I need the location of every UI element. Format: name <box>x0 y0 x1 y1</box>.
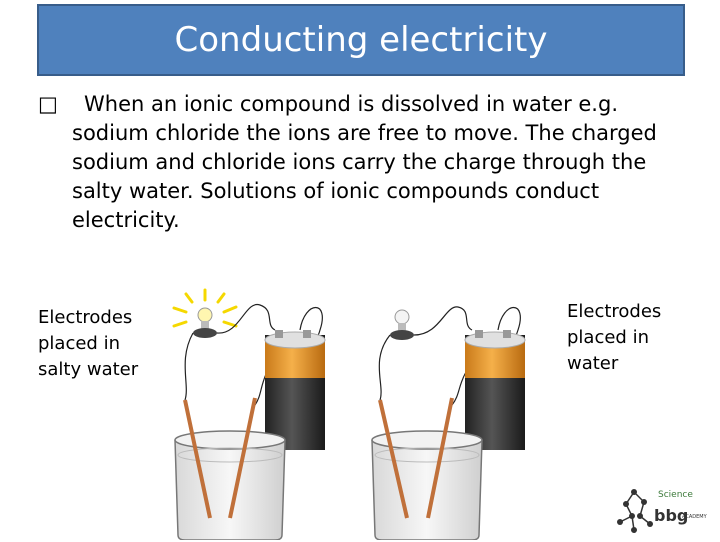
beaker-icon <box>174 430 286 540</box>
beaker-icon <box>371 430 483 540</box>
battery-icon <box>264 330 326 450</box>
electrode-left-a <box>183 399 212 519</box>
logo-bbg-text: bbg <box>654 506 689 525</box>
title-bar: Conducting electricity <box>37 4 685 76</box>
caption-salty-water: Electrodes placed in salty water <box>38 307 139 380</box>
logo-academy-text: ACADEMY <box>682 514 707 520</box>
molecule-icon <box>617 489 653 533</box>
science-bbg-academy-logo: Science bbg ACADEMY <box>612 484 716 538</box>
glow-rays <box>172 288 238 328</box>
light-bulb-unlit-icon <box>390 309 414 340</box>
electrode-left-b <box>228 397 257 519</box>
slide-title: Conducting electricity <box>174 20 548 60</box>
logo-science-text: Science <box>658 490 693 500</box>
caption-water: Electrodes placed in water <box>567 301 662 374</box>
body-paragraph: When an ionic compound is dissolved in w… <box>72 92 657 232</box>
left-setup <box>172 288 326 540</box>
electrode-right-a <box>378 399 409 519</box>
right-setup <box>371 306 526 540</box>
light-bulb-lit-icon <box>193 307 217 338</box>
battery-icon <box>464 330 526 450</box>
body-text: □ When an ionic compound is dissolved in… <box>38 90 688 235</box>
electrode-right-b <box>426 397 454 519</box>
bullet-icon: □ <box>38 92 58 116</box>
